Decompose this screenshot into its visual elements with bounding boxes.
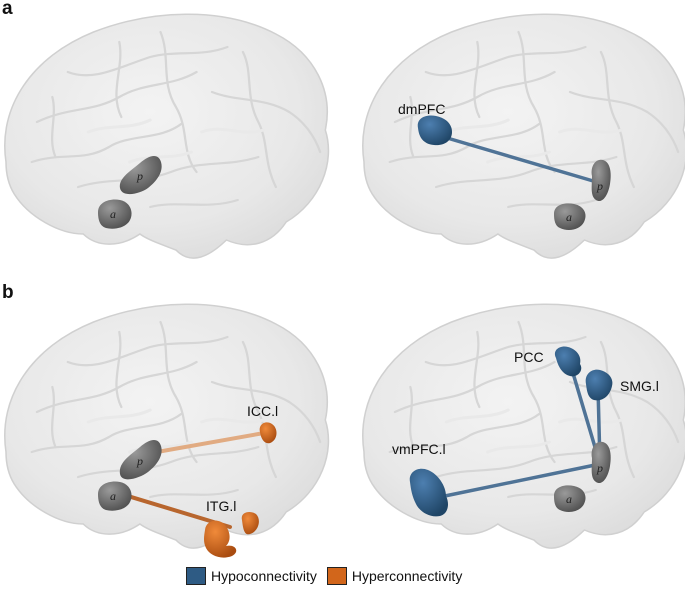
region-itg-l: ITG.l [204, 498, 259, 558]
label-pcc: PCC [514, 349, 544, 365]
svg-text:p: p [596, 179, 603, 193]
seed-node-anterior: a [98, 199, 132, 229]
label-dmpfc: dmPFC [398, 101, 445, 117]
region-smg-l: SMG.l [585, 369, 659, 401]
panel-letter-a: a [2, 0, 13, 19]
seed-node-anterior-a-right: a [554, 203, 586, 230]
legend: Hypoconnectivity Hyperconnectivity [186, 566, 462, 586]
seed-node-anterior-b-right: a [554, 485, 586, 512]
brain-b-right: PCC SMG.l vmPFC.l p a [361, 302, 685, 550]
svg-text:p: p [596, 461, 603, 475]
brain-a-left: p a [3, 12, 330, 260]
label-icc-l: ICC.l [247, 403, 278, 419]
legend-label-hyper: Hyperconnectivity [351, 568, 463, 584]
brain-a-right: dmPFC p a [361, 12, 685, 260]
brain-b-left: ICC.l ITG.l p a [3, 302, 330, 558]
connection-dmpfc-posterior [435, 133, 602, 185]
label-itg-l: ITG.l [206, 498, 236, 514]
legend-swatch-hyper [326, 567, 347, 585]
svg-text:a: a [566, 492, 572, 506]
region-dmpfc: dmPFC [398, 101, 452, 146]
region-pcc: PCC [514, 346, 582, 377]
connection-vmpfc-posterior [438, 462, 602, 499]
svg-text:a: a [566, 210, 572, 224]
seed-node-posterior-b-right: p [591, 441, 611, 484]
region-icc-l: ICC.l [247, 403, 278, 444]
panel-letter-b: b [2, 282, 14, 303]
svg-text:a: a [110, 207, 116, 221]
legend-swatch-hypo [186, 567, 206, 585]
label-smg-l: SMG.l [620, 378, 659, 394]
region-vmpfc-l: vmPFC.l [392, 441, 448, 517]
svg-text:p: p [136, 169, 143, 183]
svg-text:a: a [110, 489, 116, 503]
seed-node-anterior-b-left: a [98, 481, 132, 511]
seed-node-posterior: p [119, 155, 162, 195]
legend-item-hypoconnectivity: Hypoconnectivity [186, 567, 317, 585]
legend-item-hyperconnectivity: Hyperconnectivity [326, 567, 463, 585]
label-vmpfc-l: vmPFC.l [392, 441, 446, 457]
connection-anterior-itg [116, 491, 232, 529]
legend-label-hypo: Hypoconnectivity [211, 568, 317, 584]
svg-text:p: p [136, 454, 143, 468]
seed-node-posterior-b-left: p [119, 439, 162, 480]
seed-node-posterior-a-right: p [591, 159, 611, 202]
